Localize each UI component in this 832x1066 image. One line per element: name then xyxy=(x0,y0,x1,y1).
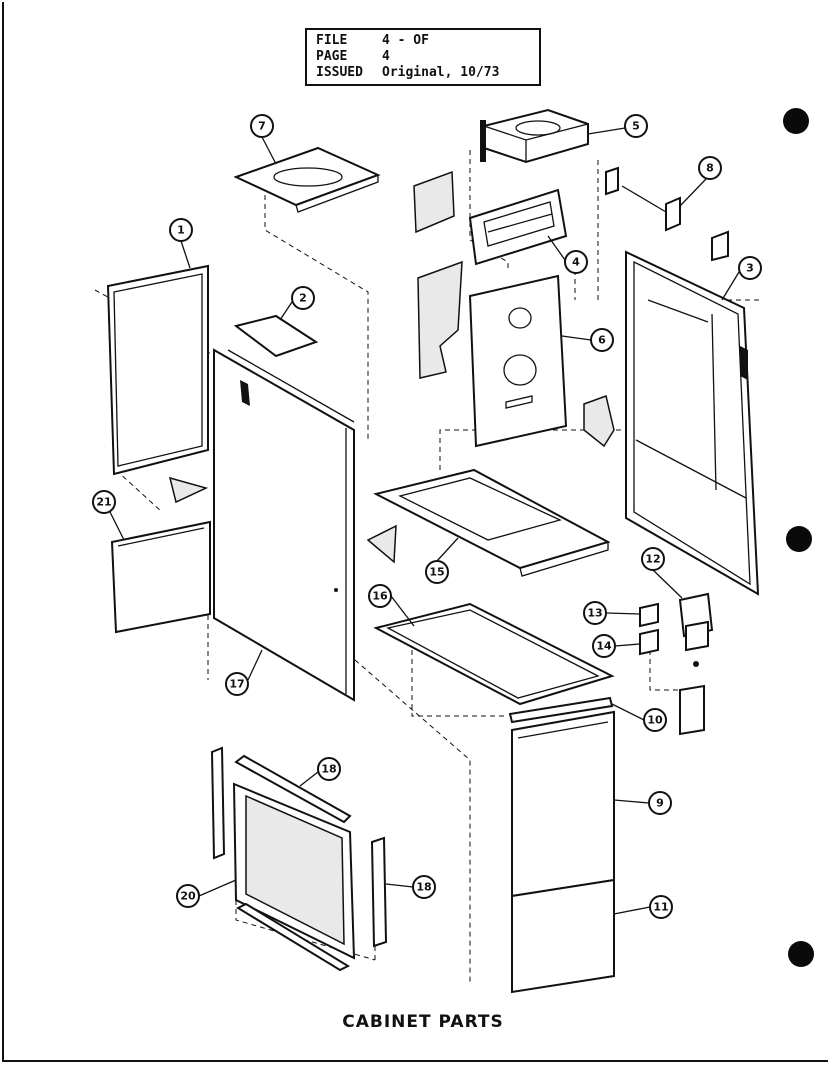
part-11-bottom-panel xyxy=(511,878,615,994)
part-20-filter-door xyxy=(232,782,356,960)
callout-17-label: 17 xyxy=(229,678,244,691)
page-value: 4 xyxy=(382,49,390,64)
leader-lines xyxy=(109,127,740,915)
callout-10-label: 10 xyxy=(647,714,663,727)
callout-14: 14 xyxy=(592,634,616,658)
callout-15: 15 xyxy=(425,560,449,584)
file-info-box: FILE 4 - OF PAGE 4 ISSUED Original, 10/7… xyxy=(305,28,541,86)
callout-1: 1 xyxy=(169,218,193,242)
file-value: 4 - OF xyxy=(382,33,429,48)
part-2-strip xyxy=(233,314,319,358)
callout-9-label: 9 xyxy=(656,797,664,810)
callout-3: 3 xyxy=(738,256,762,280)
callout-16-label: 16 xyxy=(372,590,388,603)
part-8-bracket xyxy=(605,166,729,262)
callout-18b: 18 xyxy=(412,875,436,899)
callout-3-label: 3 xyxy=(746,262,754,275)
part-4-flange xyxy=(468,188,568,266)
issued-value: Original, 10/73 xyxy=(382,65,500,80)
issued-label: ISSUED xyxy=(316,65,363,80)
callout-14-label: 14 xyxy=(596,640,612,653)
page-row: PAGE 4 xyxy=(316,49,539,65)
callout-1-label: 1 xyxy=(177,224,185,237)
callout-5-label: 5 xyxy=(632,120,640,133)
binder-hole-middle xyxy=(786,526,812,552)
callout-7: 7 xyxy=(250,114,274,138)
part-6-panel-with-holes xyxy=(468,274,568,448)
callout-16: 16 xyxy=(368,584,392,608)
callout-7-label: 7 xyxy=(258,120,266,133)
callout-18a: 18 xyxy=(317,757,341,781)
corner-bracket-middle xyxy=(366,524,397,564)
callout-11-label: 11 xyxy=(653,901,668,914)
diagram-caption: CABINET PARTS xyxy=(342,1012,504,1032)
part-7-top-panel xyxy=(233,146,381,213)
callout-10: 10 xyxy=(643,708,667,732)
part-17-front-panel xyxy=(213,348,355,702)
callout-21-label: 21 xyxy=(96,496,111,509)
part-15-floor-pan xyxy=(373,468,611,577)
callout-17: 17 xyxy=(225,672,249,696)
callout-18a-label: 18 xyxy=(321,763,336,776)
corner-bracket-left xyxy=(168,476,209,504)
file-row: FILE 4 - OF xyxy=(316,33,539,49)
part-5-flue-collar xyxy=(480,108,589,164)
callout-21: 21 xyxy=(92,490,116,514)
page-label: PAGE xyxy=(316,49,348,64)
callout-5: 5 xyxy=(624,114,648,138)
callout-20-label: 20 xyxy=(180,890,196,903)
insulation-pad-right xyxy=(583,395,615,448)
part-10-strip xyxy=(508,696,614,724)
part-9-door xyxy=(511,710,615,898)
callout-8: 8 xyxy=(698,156,722,180)
insulation-pad-upper xyxy=(413,170,455,234)
part-19-frame-top xyxy=(234,754,352,824)
callout-4-label: 4 xyxy=(572,256,580,269)
callout-11: 11 xyxy=(649,895,673,919)
part-1-left-panel xyxy=(106,264,209,476)
issued-row: ISSUED Original, 10/73 xyxy=(316,65,539,81)
callout-2: 2 xyxy=(291,286,315,310)
part-18-rail-left xyxy=(210,746,226,860)
callout-13-label: 13 xyxy=(587,607,602,620)
callout-4: 4 xyxy=(564,250,588,274)
callout-2-label: 2 xyxy=(299,292,307,305)
callout-13: 13 xyxy=(583,601,607,625)
callout-8-label: 8 xyxy=(706,162,714,175)
binder-hole-top xyxy=(783,108,809,134)
part-3-right-side-panel xyxy=(625,250,760,596)
file-label: FILE xyxy=(316,33,348,48)
insulation-pad-left xyxy=(417,260,463,379)
hardware-parts-12-14 xyxy=(639,592,714,736)
binder-hole-bottom xyxy=(788,941,814,967)
part-19-frame-bottom xyxy=(235,902,351,972)
callout-18b-label: 18 xyxy=(416,881,431,894)
part-18-rail-right xyxy=(370,836,388,948)
callout-6-label: 6 xyxy=(598,334,606,347)
callout-12: 12 xyxy=(641,547,665,571)
callout-9: 9 xyxy=(648,791,672,815)
callout-15-label: 15 xyxy=(429,566,444,579)
part-21-lower-panel xyxy=(110,520,211,634)
callout-6: 6 xyxy=(590,328,614,352)
part-16-base-tray xyxy=(373,602,615,706)
callout-12-label: 12 xyxy=(645,553,660,566)
callout-20: 20 xyxy=(176,884,200,908)
